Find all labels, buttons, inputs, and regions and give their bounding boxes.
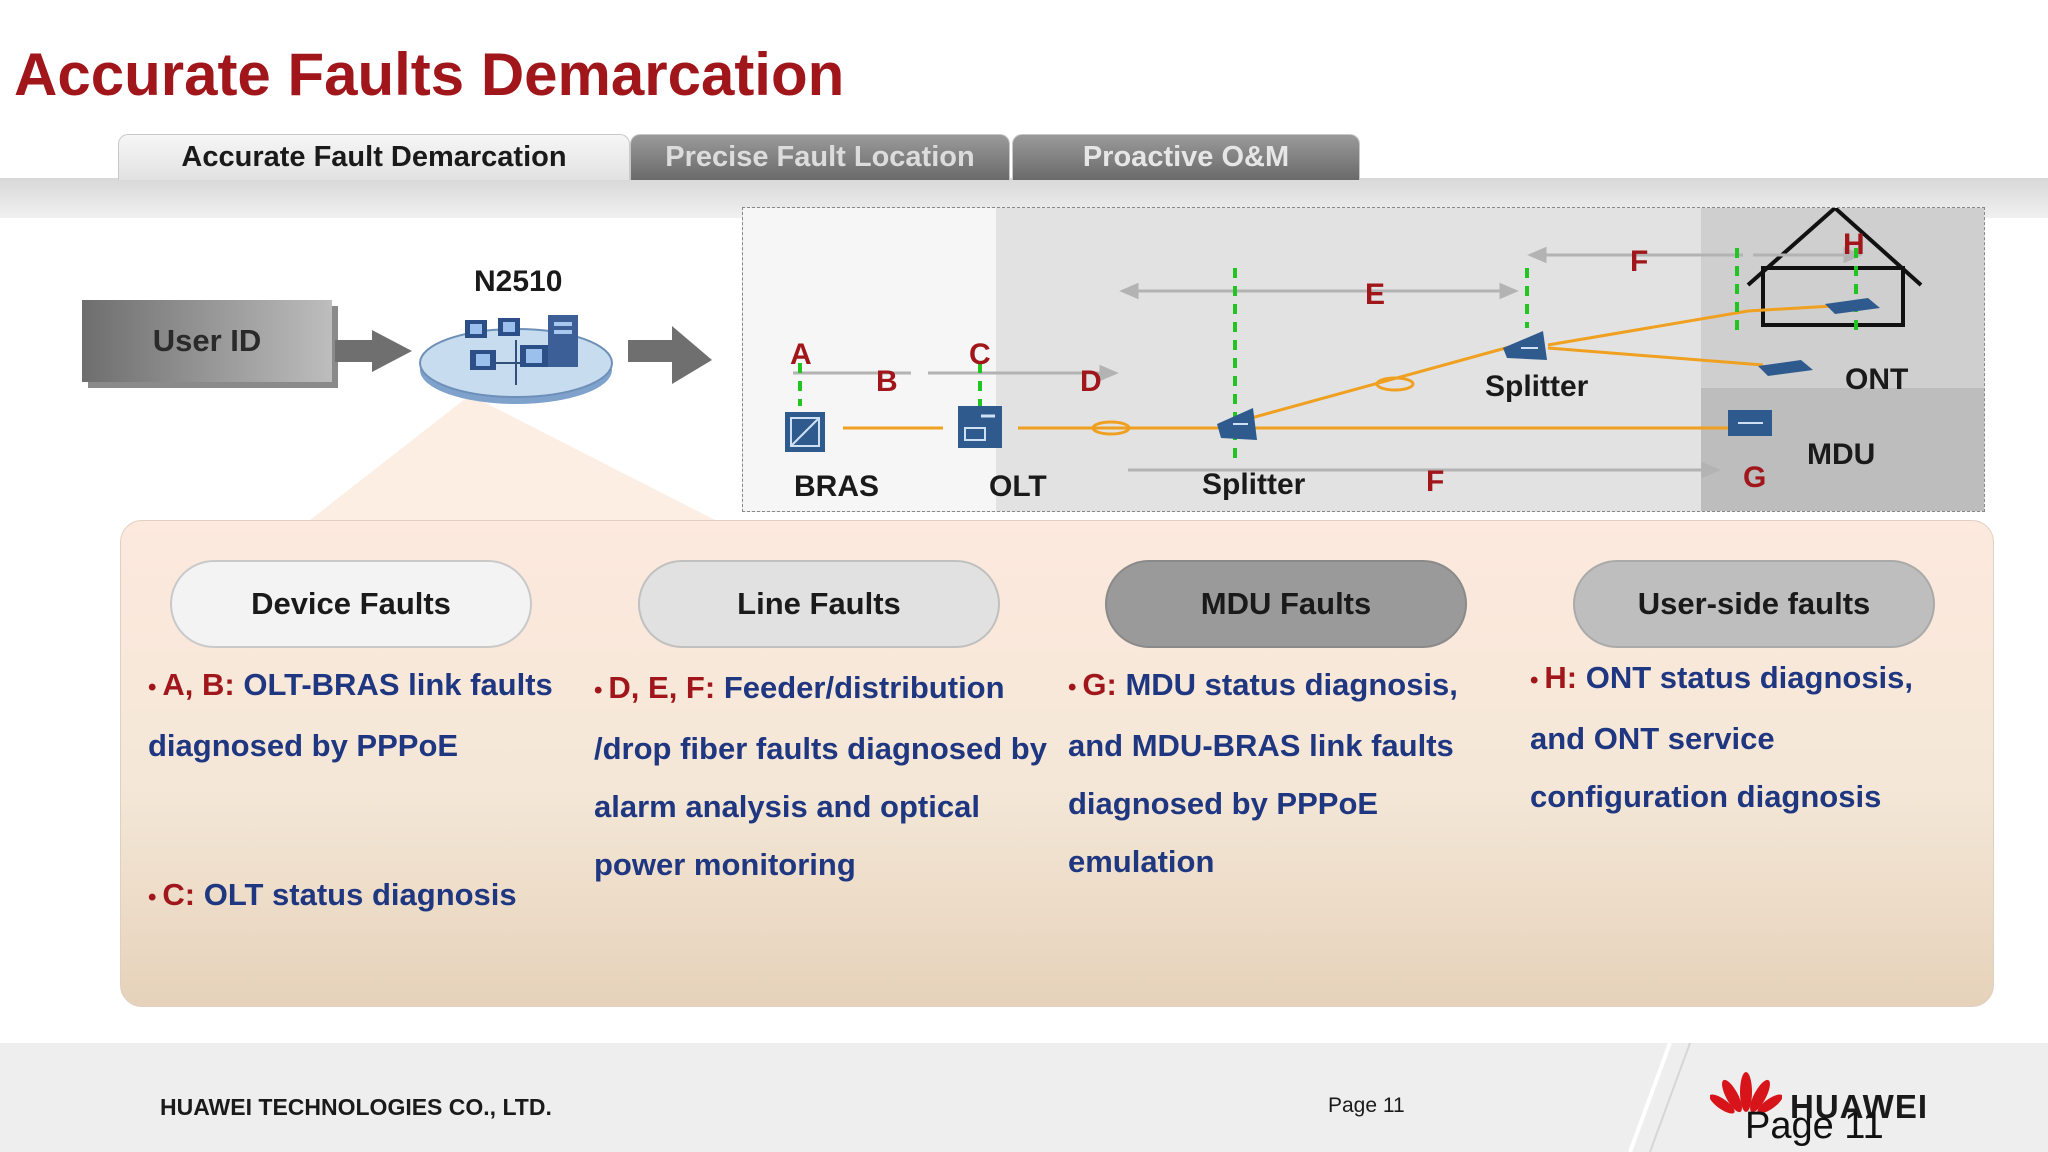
topology-diagram: A B C D E F F G H BRAS OLT Splitter Spli…: [742, 207, 1985, 512]
line-fault-item: •D, E, F: Feeder/distribution /drop fibe…: [594, 659, 1064, 894]
fault-key: C:: [162, 877, 196, 912]
bras-icon: [785, 412, 825, 452]
footer-page-number: Page 11: [1328, 1094, 1405, 1117]
bullet-icon: •: [148, 674, 157, 701]
bullet-icon: •: [1530, 667, 1539, 694]
mdu-icon: [1728, 410, 1772, 436]
flow-graphics: [310, 315, 715, 520]
bras-label: BRAS: [794, 470, 880, 503]
device-fault-item-c: •C: OLT status diagnosis: [148, 866, 580, 927]
page-title: Accurate Faults Demarcation: [14, 41, 845, 108]
network-management-server-icon: [419, 315, 613, 404]
tab-accurate-fault-demarcation[interactable]: Accurate Fault Demarcation: [118, 134, 630, 180]
point-f-top-label: F: [1630, 245, 1649, 278]
fault-description: MDU status diagnosis, and MDU-BRAS link …: [1068, 667, 1458, 879]
huawei-brand: HUAWEI: [1790, 1088, 1928, 1125]
point-d-label: D: [1080, 365, 1102, 398]
splitter-label: Splitter: [1485, 370, 1589, 403]
arrow-right-icon: [628, 326, 712, 384]
topology-graphics: [743, 208, 1984, 511]
footer-bar: [0, 1043, 2048, 1152]
arrow-right-icon: [335, 330, 412, 372]
tab-proactive-om[interactable]: Proactive O&M: [1012, 134, 1360, 180]
bullet-icon: •: [1068, 674, 1077, 701]
ont-icon: [1758, 298, 1880, 376]
spotlight-cone: [310, 395, 715, 520]
fault-key: H:: [1544, 660, 1578, 695]
fault-description: Feeder/distribution /drop fiber faults d…: [594, 670, 1047, 882]
point-g-label: G: [1743, 461, 1767, 494]
fault-description: ONT status diagnosis, and ONT service co…: [1530, 660, 1914, 814]
measure-arrows: [793, 246, 1863, 479]
fiber-coil-icon: [1375, 376, 1415, 392]
footer-decoration: [1628, 1043, 1691, 1152]
fiber-coil-icon: [1091, 420, 1131, 436]
splitter-icon: [1217, 408, 1257, 440]
page-number-overlay: Page 11: [1745, 1105, 1884, 1147]
user-side-faults-pill: User-side faults: [1573, 560, 1935, 648]
house-icon: [1746, 208, 1923, 327]
splitter-icon: [1503, 331, 1547, 360]
mdu-fault-item: •G: MDU status diagnosis, and MDU-BRAS l…: [1068, 656, 1498, 891]
fault-key: G:: [1082, 667, 1117, 702]
splitter-label: Splitter: [1202, 468, 1306, 501]
tab-precise-fault-location[interactable]: Precise Fault Location: [630, 134, 1010, 180]
ont-label: ONT: [1845, 363, 1909, 396]
fiber-lines: [843, 304, 1834, 430]
fault-description: OLT-BRAS link faults diagnosed by PPPoE: [148, 667, 553, 763]
bullet-icon: •: [594, 677, 603, 704]
n2510-label: N2510: [474, 265, 563, 298]
fault-key: D, E, F:: [608, 670, 716, 705]
mdu-faults-pill: MDU Faults: [1105, 560, 1467, 648]
bullet-icon: •: [148, 884, 157, 911]
point-f-bottom-label: F: [1426, 465, 1445, 498]
user-side-fault-item: •H: ONT status diagnosis, and ONT servic…: [1530, 649, 1950, 826]
point-h-label: H: [1843, 228, 1865, 261]
mdu-label: MDU: [1807, 438, 1876, 471]
device-fault-item-ab: •A, B: OLT-BRAS link faults diagnosed by…: [148, 656, 580, 775]
point-c-label: C: [969, 338, 991, 371]
line-faults-pill: Line Faults: [638, 560, 1000, 648]
user-id-box: User ID: [82, 300, 332, 382]
huawei-logo-icon: [1710, 1072, 1782, 1114]
point-e-label: E: [1365, 278, 1386, 311]
olt-icon: [958, 406, 1002, 448]
fault-description: OLT status diagnosis: [203, 877, 517, 912]
olt-label: OLT: [989, 470, 1047, 503]
device-faults-pill: Device Faults: [170, 560, 532, 648]
footer-company: HUAWEI TECHNOLOGIES CO., LTD.: [160, 1094, 552, 1120]
point-a-label: A: [790, 338, 812, 371]
point-b-label: B: [876, 365, 898, 398]
fault-key: A, B:: [162, 667, 235, 702]
